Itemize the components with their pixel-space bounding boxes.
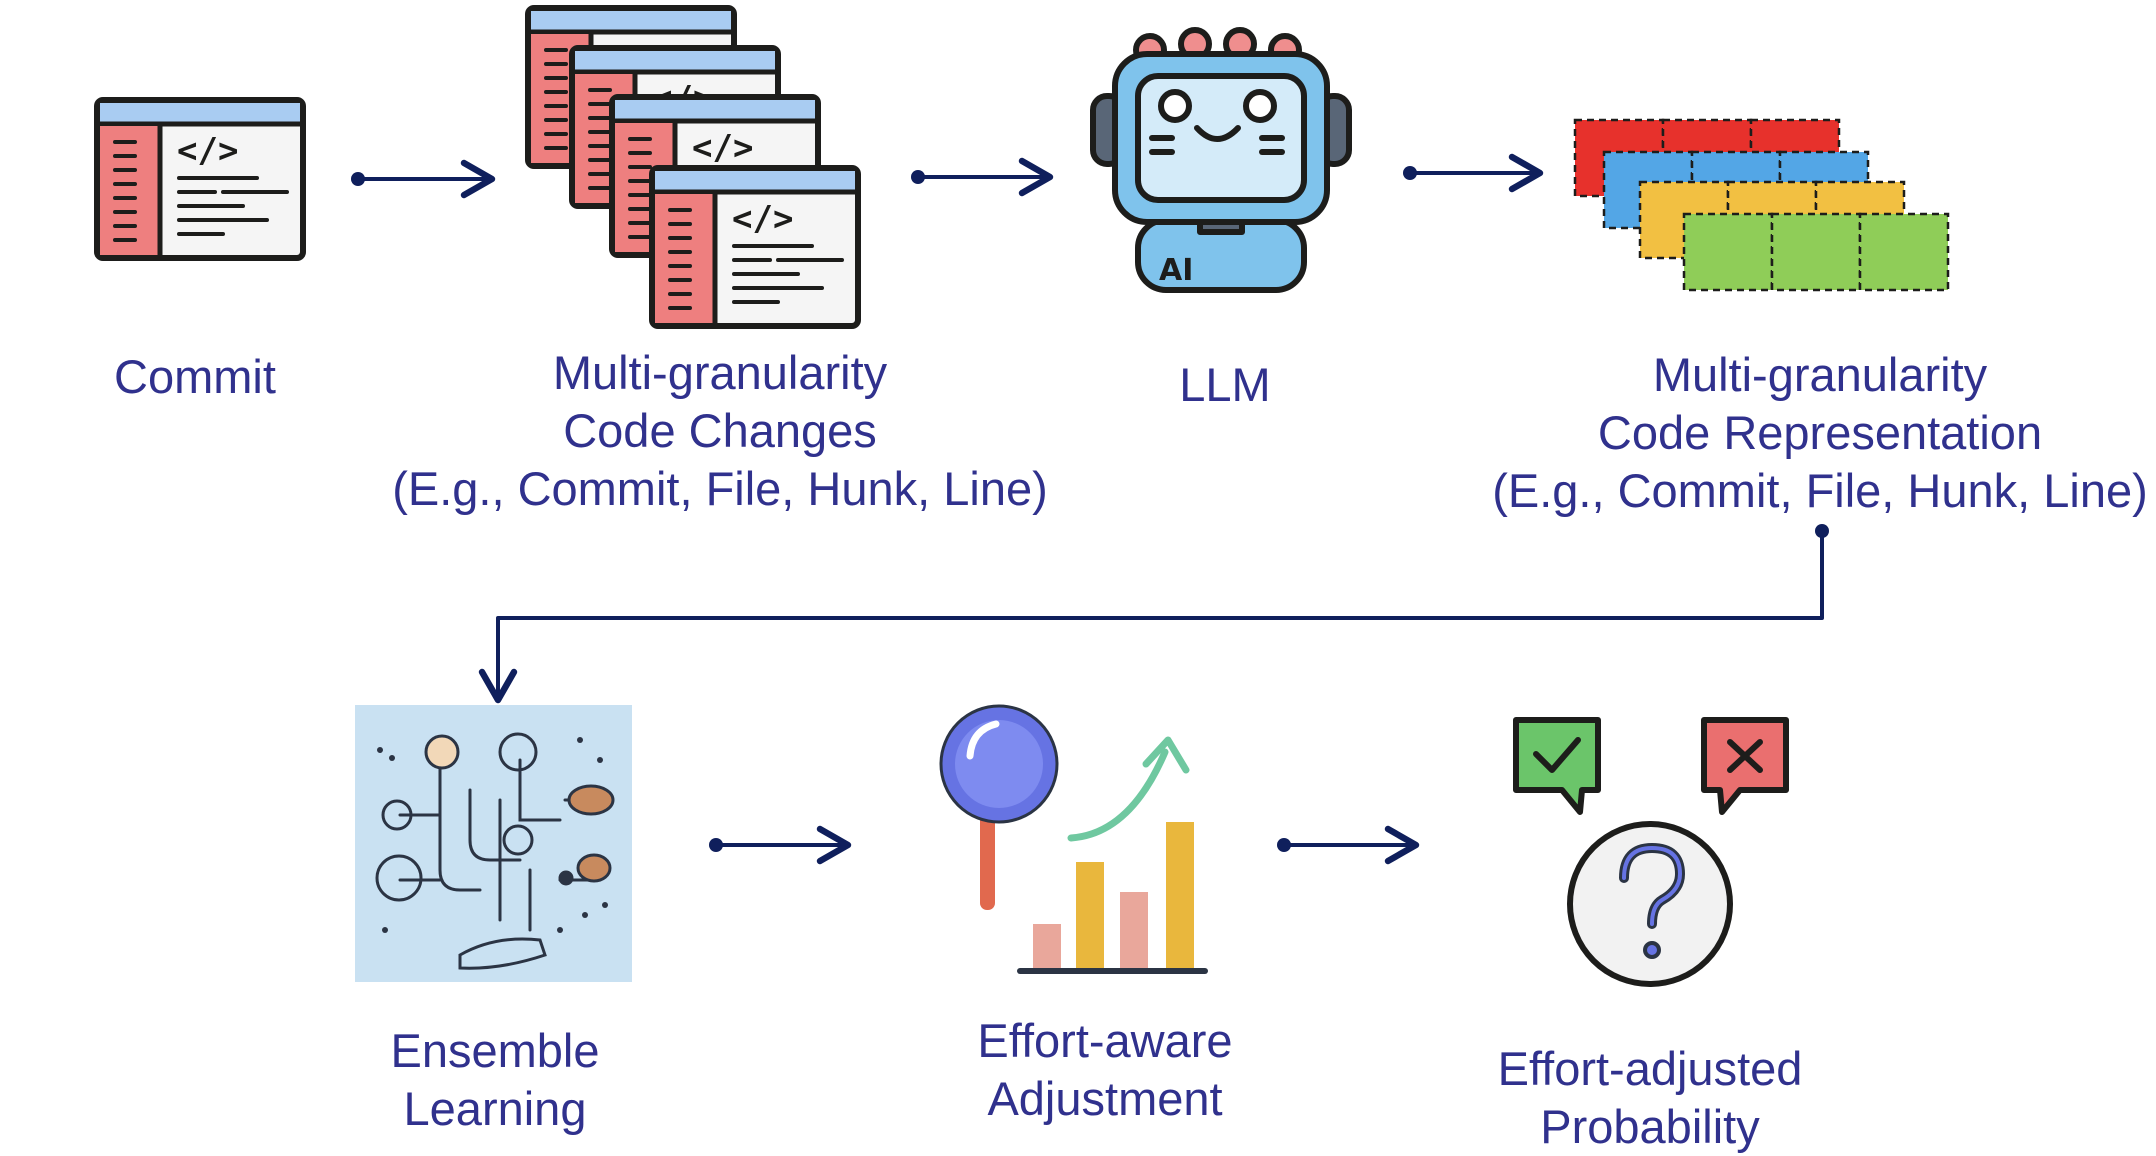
ai-robot-icon: AI: [1090, 27, 1352, 293]
label-commit: Commit: [114, 350, 276, 403]
label-llm: LLM: [1179, 358, 1271, 411]
label-ensemble: Ensemble Learning: [390, 1024, 600, 1135]
arrows: [356, 153, 1824, 865]
question-check-cross-icon: [1513, 717, 1789, 987]
svg-text:AI: AI: [1159, 253, 1193, 288]
magnifier-bar-chart-icon: [939, 704, 1208, 974]
label-code-changes: Multi-granularity Code Changes (E.g., Co…: [392, 346, 1048, 515]
ensemble-network-icon: [355, 705, 632, 982]
arrow-representation-to-ensemble: [478, 529, 1824, 704]
arrow-start-dots: [351, 166, 1829, 852]
commit-icon: [97, 100, 303, 258]
label-effort-aware: Effort-aware Adjustment: [977, 1014, 1233, 1125]
layered-blocks-icon: [1573, 118, 1950, 292]
label-probability: Effort-adjusted Probability: [1497, 1042, 1803, 1153]
stacked-code-windows-icon: [528, 8, 858, 326]
label-code-representation: Multi-granularity Code Representation (E…: [1492, 348, 2148, 517]
